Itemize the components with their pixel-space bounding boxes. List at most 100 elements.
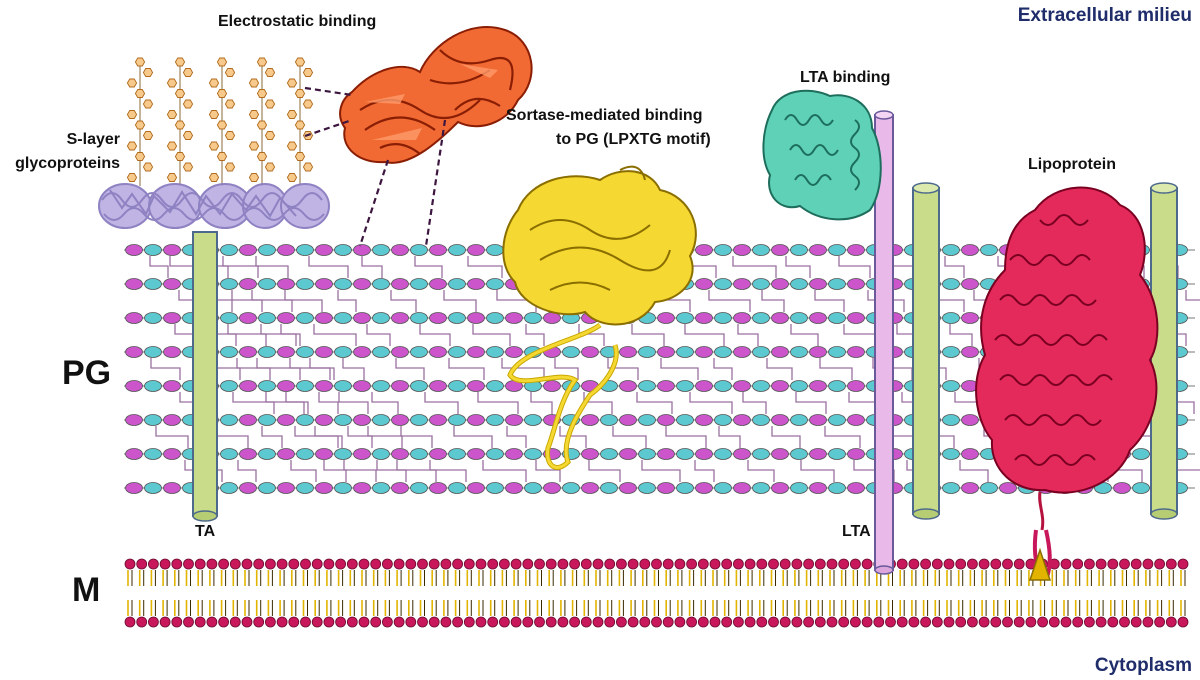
lipid [1119,600,1130,628]
lipid [124,558,136,586]
lipid [557,600,569,628]
lipid [1037,600,1048,628]
lipid [241,558,253,586]
lipid [440,558,452,586]
lipid [721,600,733,628]
lipid [346,558,358,586]
lipid [510,558,522,586]
lipid [522,600,534,628]
lipid [171,558,183,586]
glycan-chain [286,57,314,186]
lipid [428,558,440,586]
lipid [276,558,288,586]
lipid [440,600,452,628]
lipid [370,600,382,628]
lipid [335,558,347,586]
lipid [1165,558,1177,586]
lipid [616,600,627,628]
lipid [908,600,920,628]
teichoic-acid [192,231,218,522]
lipid [323,558,335,586]
lipid [147,600,159,628]
lipid [1130,558,1142,586]
lipid [955,600,967,628]
lipid [1177,558,1189,586]
lipid [1095,558,1107,586]
lipid [803,600,814,628]
lipid [639,558,651,586]
lta-binding-label: LTA binding [800,69,891,86]
lipid [978,600,990,628]
glycan-chains [126,57,314,186]
lipid [1060,600,1072,628]
lipid [931,558,943,586]
lipid [229,558,241,586]
lipid [1142,558,1154,586]
lipid [1154,600,1165,628]
lipid [896,600,908,628]
lipid [498,558,510,586]
lipid [171,600,183,628]
lipid [768,558,779,586]
lipid [756,558,768,586]
lipid [920,558,931,586]
lipid [545,558,557,586]
lipid [346,600,358,628]
lipid [417,600,428,628]
lipid [463,558,475,586]
lta-label: LTA [842,523,871,540]
lipid [183,600,194,628]
lipid [183,558,194,586]
lipid [335,600,347,628]
lipid [522,558,534,586]
lipid [616,558,627,586]
lipid [744,558,756,586]
lipid [943,600,955,628]
lipid [768,600,779,628]
lipid [463,600,475,628]
lipid [147,558,159,586]
lipid [381,600,393,628]
glycan-chain [166,57,194,186]
lipid [218,600,230,628]
sortase-label-line1: Sortase-mediated binding [506,107,703,124]
lipid [1013,558,1025,586]
lipid [393,600,405,628]
lipid [826,600,838,628]
lipid [604,558,616,586]
lipid [264,600,276,628]
lipid [159,558,171,586]
lipid [873,600,885,628]
lipid [253,558,265,586]
lipid [1002,600,1013,628]
membrane-label: M [72,571,101,609]
lipid [978,558,990,586]
ta-label: TA [195,523,216,540]
lipid [721,558,733,586]
lipid [370,558,382,586]
lipid [311,600,323,628]
lipid [1084,558,1095,586]
lipid [358,600,370,628]
lipid [861,600,873,628]
lipid [229,600,241,628]
lipid [311,558,323,586]
lipid [498,600,510,628]
glycan-chain [126,57,154,186]
lipid [967,600,978,628]
lipid [814,600,826,628]
lipid [1072,558,1084,586]
lipid [1084,600,1095,628]
s-layer-glycoproteins [98,57,330,229]
lipid [779,558,791,586]
lipid [300,558,311,586]
lipid [838,600,850,628]
lipid [697,600,709,628]
lipid [1013,600,1025,628]
cytoplasm-label: Cytoplasm [1094,655,1192,676]
lipid [580,558,592,586]
lipid [709,558,721,586]
lipid [1107,600,1119,628]
lipid [592,600,604,628]
lipid [1165,600,1177,628]
